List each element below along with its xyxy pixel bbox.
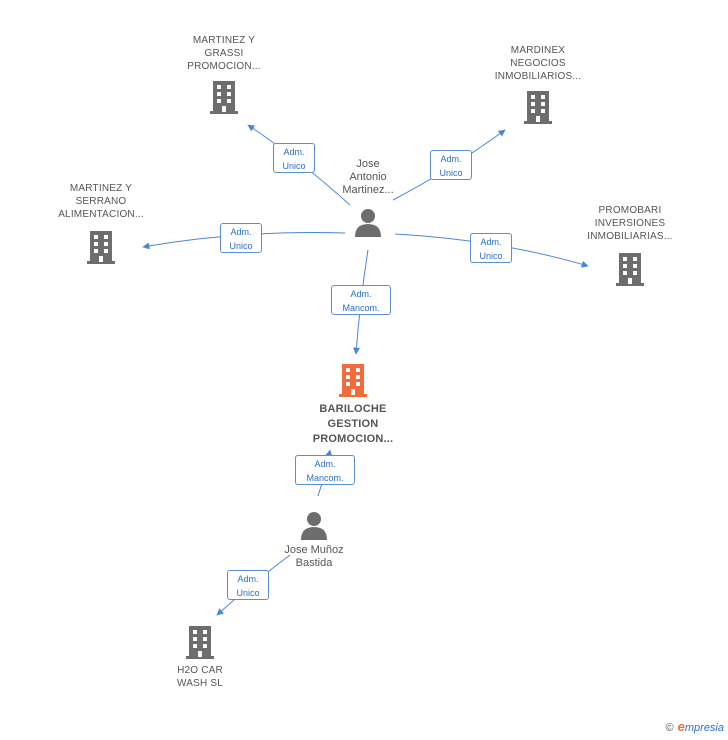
building-icon [524, 91, 552, 124]
role-badge[interactable]: Adm.Unico [470, 233, 512, 263]
building-icon [87, 231, 115, 264]
node-promobari[interactable]: PROMOBARI INVERSIONES INMOBILIARIAS... [576, 204, 684, 287]
node-label: PROMOBARI INVERSIONES INMOBILIARIAS... [587, 205, 673, 242]
node-label: MARDINEX NEGOCIOS INMOBILIARIOS... [494, 45, 582, 82]
person-icon [355, 209, 381, 237]
copyright-icon: © [665, 722, 674, 734]
role-badge[interactable]: Adm.Mancom. [331, 285, 391, 315]
node-label: H2O CAR WASH SL [176, 665, 224, 689]
node-label: BARILOCHE GESTION PROMOCION... [312, 403, 394, 445]
role-badge[interactable]: Adm.Unico [430, 150, 472, 180]
node-label: Jose Muñoz Bastida [284, 544, 344, 569]
node-bariloche[interactable]: BARILOCHE GESTION PROMOCION... [300, 362, 406, 447]
node-label: Jose Antonio Martinez... [342, 158, 394, 196]
role-badge[interactable]: Adm.Unico [227, 570, 269, 600]
building-icon [210, 81, 238, 114]
building-icon [339, 364, 367, 397]
node-jose-munoz[interactable]: Jose Muñoz Bastida [270, 510, 358, 570]
node-label: MARTINEZ Y SERRANO ALIMENTACION... [58, 183, 144, 220]
node-martinez-serrano[interactable]: MARTINEZ Y SERRANO ALIMENTACION... [48, 182, 154, 265]
role-badge[interactable]: Adm.Mancom. [295, 455, 355, 485]
brand-logo: ©empresia [665, 719, 724, 734]
node-h2o[interactable]: H2O CAR WASH SL [160, 624, 240, 690]
role-badge[interactable]: Adm.Unico [273, 143, 315, 173]
person-icon [301, 512, 327, 540]
node-label: MARTINEZ Y GRASSI PROMOCION... [187, 35, 261, 72]
building-icon [616, 253, 644, 286]
node-mardinex[interactable]: MARDINEX NEGOCIOS INMOBILIARIOS... [484, 44, 592, 125]
building-icon [186, 626, 214, 659]
node-martinez-grassi[interactable]: MARTINEZ Y GRASSI PROMOCION... [172, 34, 276, 115]
node-jose-antonio[interactable]: Jose Antonio Martinez... [328, 158, 408, 237]
role-badge[interactable]: Adm.Unico [220, 223, 262, 253]
